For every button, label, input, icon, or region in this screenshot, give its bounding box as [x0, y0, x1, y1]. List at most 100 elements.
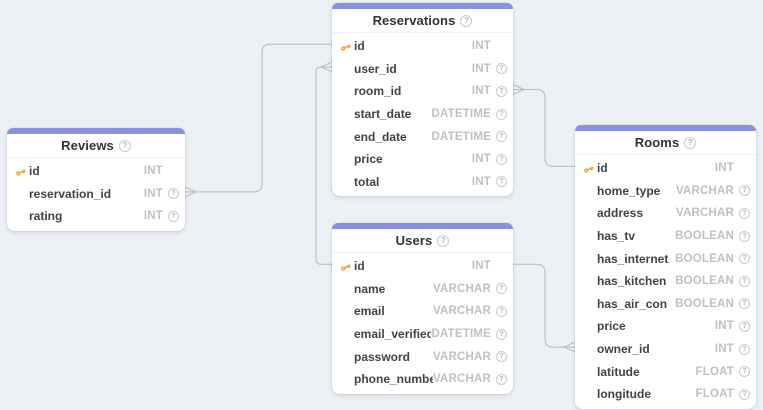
relationship-reservations-to-users[interactable]: [315, 61, 333, 265]
field-info-icon[interactable]: ?: [496, 283, 507, 295]
field-info-icon[interactable]: ?: [739, 185, 750, 197]
field-info-icon[interactable]: ?: [496, 328, 507, 340]
relationship-reservations-to-rooms[interactable]: [512, 84, 575, 167]
field-type: DATETIME: [431, 108, 491, 121]
field-info-icon[interactable]: ?: [739, 343, 750, 355]
relationship-line[interactable]: [513, 263, 564, 348]
crow-foot-prong: [563, 346, 576, 353]
field-type: BOOLEAN: [675, 252, 734, 265]
field-info-icon[interactable]: ?: [496, 373, 507, 385]
field-info-icon[interactable]: ?: [168, 210, 179, 222]
table-info-icon[interactable]: ?: [437, 234, 450, 247]
field-type: FLOAT: [695, 388, 734, 401]
field-name: id: [597, 161, 608, 176]
relationship-rooms-to-users[interactable]: [513, 263, 576, 353]
field-type: VARCHAR: [432, 350, 491, 363]
field-info-icon[interactable]: ?: [496, 305, 507, 317]
field-info-icon[interactable]: ?: [739, 207, 750, 219]
field-type: INT: [471, 175, 491, 188]
field-info-icon[interactable]: ?: [739, 388, 750, 400]
field-info-icon[interactable]: ?: [496, 131, 507, 143]
field-info-icon[interactable]: ?: [739, 366, 750, 378]
relationship-line[interactable]: [524, 89, 575, 167]
table-info-icon[interactable]: ?: [118, 139, 131, 152]
field-info-icon[interactable]: ?: [739, 320, 750, 332]
field-info-icon[interactable]: ?: [739, 275, 750, 287]
field-type: INT: [471, 62, 491, 75]
relationship-line[interactable]: [315, 66, 332, 265]
field-row-total[interactable]: total INT?: [332, 171, 513, 194]
field-row-longitude[interactable]: longitude FLOAT?: [575, 383, 756, 406]
field-row-user-id[interactable]: user_id INT?: [332, 58, 513, 81]
field-type: INT: [471, 260, 491, 273]
field-info-slot: ?: [491, 153, 507, 165]
field-info-icon[interactable]: ?: [168, 188, 179, 200]
field-name: price: [354, 152, 383, 167]
table-header[interactable]: Reviews?: [7, 134, 185, 158]
table-title: Users: [395, 233, 433, 248]
field-info-icon[interactable]: ?: [496, 85, 507, 97]
field-info-icon[interactable]: ?: [496, 108, 507, 120]
table-header[interactable]: Reservations?: [332, 9, 513, 33]
field-info-slot: ?: [734, 298, 750, 310]
field-name: longitude: [597, 387, 651, 402]
field-name: total: [354, 174, 380, 189]
field-name: owner_id: [597, 342, 650, 357]
field-info-slot: ?: [734, 343, 750, 355]
field-row-email-verified-[interactable]: email_verified_DATETIME?: [332, 323, 513, 346]
field-info-icon[interactable]: ?: [496, 351, 507, 363]
field-name: has_tv: [597, 229, 636, 244]
table-info-icon[interactable]: ?: [684, 136, 697, 149]
table-accent-bar: [575, 125, 756, 131]
table-header[interactable]: Users?: [332, 229, 513, 253]
field-info-icon[interactable]: ?: [496, 176, 507, 188]
field-info-icon[interactable]: ?: [739, 230, 750, 242]
table-info-icon[interactable]: ?: [460, 14, 473, 27]
field-name: user_id: [354, 61, 397, 76]
field-info-slot: ?: [163, 210, 179, 222]
field-info-icon[interactable]: ?: [496, 63, 507, 75]
primary-key-icon: [583, 163, 597, 174]
relationship-reviews-to-reservations[interactable]: [184, 43, 332, 198]
field-info-slot: ?: [491, 131, 507, 143]
field-name: price: [597, 319, 626, 334]
field-info-icon[interactable]: ?: [739, 298, 750, 310]
field-type: VARCHAR: [432, 305, 491, 318]
field-type: INT: [471, 85, 491, 98]
crow-foot-prong: [320, 66, 333, 73]
table-header[interactable]: Rooms?: [575, 131, 756, 155]
field-info-icon[interactable]: ?: [739, 253, 750, 265]
relationship-line[interactable]: [196, 43, 332, 193]
field-info-icon[interactable]: ?: [496, 153, 507, 165]
field-type: BOOLEAN: [675, 275, 734, 288]
field-type: DATETIME: [431, 328, 491, 341]
